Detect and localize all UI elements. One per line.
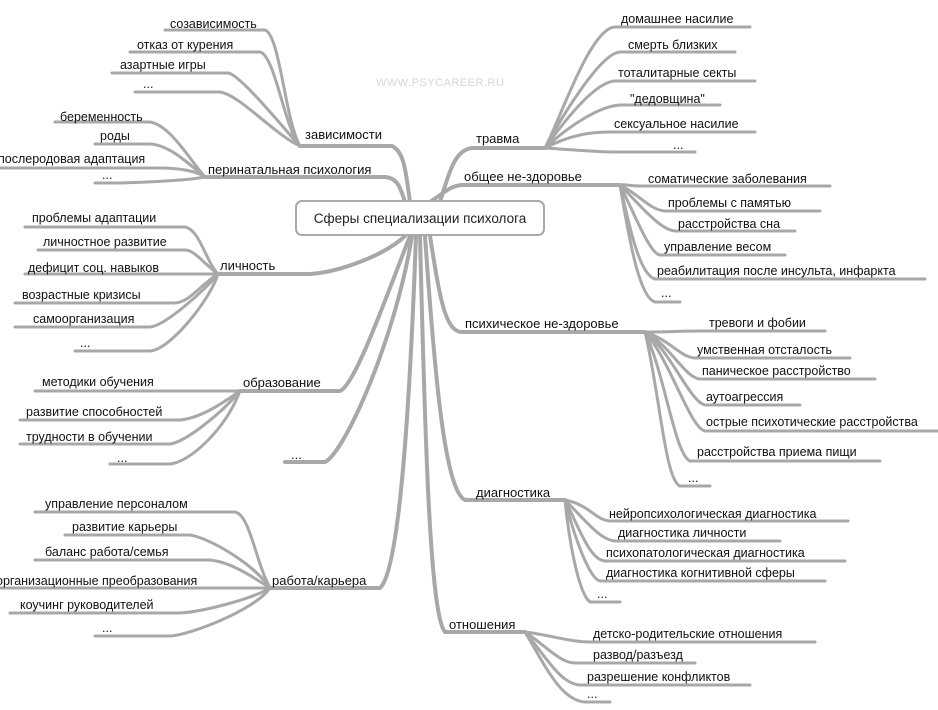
node-rabota-4[interactable]: организационные преобразования <box>0 574 198 588</box>
branch-zavisimosti[interactable]: зависимости <box>305 127 383 142</box>
node-perinatal-3[interactable]: послеродовая адаптация <box>0 152 146 166</box>
node-psikh-6[interactable]: расстройства приема пищи <box>697 445 857 459</box>
branch-obshchee[interactable]: общее не-здоровье <box>464 169 582 184</box>
node-obshchee-2[interactable]: проблемы с памятью <box>668 196 791 210</box>
branch-lichnost[interactable]: личность <box>220 258 276 273</box>
branch-otnosheniya[interactable]: отношения <box>449 617 516 632</box>
node-obshchee-1[interactable]: соматические заболевания <box>648 172 807 186</box>
connector-psikh <box>428 234 647 334</box>
node-rabota-3[interactable]: баланс работа/семья <box>45 545 169 559</box>
branch-etc[interactable]: ... <box>291 447 302 462</box>
node-diagnostika-5[interactable]: ... <box>597 587 608 601</box>
node-zavisimosti-1[interactable]: созависимость <box>170 17 257 31</box>
branch-perinatal[interactable]: перинатальная психология <box>208 162 372 177</box>
node-otnosheniya-1[interactable]: детско-родительские отношения <box>593 627 783 641</box>
node-otnosheniya-2[interactable]: развод/разъезд <box>593 648 683 662</box>
node-zavisimosti-3[interactable]: азартные игры <box>120 58 206 72</box>
node-psikh-4[interactable]: аутоагрессия <box>706 390 784 404</box>
node-travma-5[interactable]: сексуальное насилие <box>614 117 739 131</box>
node-obrazovanie-2[interactable]: развитие способностей <box>26 405 163 419</box>
root-label: Сферы специализации психолога <box>313 210 527 226</box>
connector-rabota <box>268 234 418 590</box>
node-psikh-3[interactable]: паническое расстройство <box>702 364 851 378</box>
node-lichnost-1[interactable]: проблемы адаптации <box>32 211 157 225</box>
node-diagnostika-3[interactable]: психопатологическая диагностика <box>606 546 805 560</box>
branch-obrazovanie[interactable]: образование <box>243 375 321 390</box>
node-obrazovanie-4[interactable]: ... <box>117 451 128 465</box>
node-travma-4[interactable]: "дедовщина" <box>630 92 705 106</box>
node-diagnostika-4[interactable]: диагностика когнитивной сферы <box>606 566 795 580</box>
node-travma-3[interactable]: тоталитарные секты <box>618 66 737 80</box>
node-zavisimosti-4[interactable]: ... <box>143 77 154 91</box>
connector-lichnost <box>216 234 407 276</box>
connector-obshchee <box>428 183 622 204</box>
node-zavisimosti-2[interactable]: отказ от курения <box>137 38 234 52</box>
connector-perinatal <box>203 175 407 204</box>
node-perinatal-2[interactable]: роды <box>100 129 130 143</box>
node-obshchee-3[interactable]: расстройства сна <box>678 217 781 231</box>
node-psikh-7[interactable]: ... <box>688 471 699 485</box>
node-obrazovanie-3[interactable]: трудности в обучении <box>26 430 153 444</box>
connector-obrazovanie <box>238 234 412 393</box>
node-rabota-6[interactable]: ... <box>102 621 113 635</box>
node-diagnostika-1[interactable]: нейропсихологическая диагностика <box>609 507 817 521</box>
node-otnosheniya-3[interactable]: разрешение конфликтов <box>587 670 731 684</box>
branch-travma[interactable]: травма <box>476 131 520 146</box>
connector-diagnostika <box>423 234 567 502</box>
node-rabota-2[interactable]: развитие карьеры <box>72 520 178 534</box>
connector-zavisimosti <box>298 144 412 204</box>
node-obshchee-4[interactable]: управление весом <box>664 240 772 254</box>
node-travma-1[interactable]: домашнее насилие <box>621 12 734 26</box>
node-psikh-5[interactable]: острые психотические расстройства <box>706 415 918 429</box>
node-obrazovanie-1[interactable]: методики обучения <box>42 375 154 389</box>
node-psikh-1[interactable]: тревоги и фобии <box>709 316 806 330</box>
node-travma-6[interactable]: ... <box>673 138 684 152</box>
branch-diagnostika[interactable]: диагностика <box>476 485 551 500</box>
node-lichnost-5[interactable]: самоорганизация <box>33 312 135 326</box>
node-lichnost-6[interactable]: ... <box>80 336 91 350</box>
node-travma-2[interactable]: смерть близких <box>628 38 718 52</box>
node-obshchee-6[interactable]: ... <box>661 286 672 300</box>
connector-etc <box>283 234 414 464</box>
node-psikh-2[interactable]: умственная отсталость <box>697 343 833 357</box>
connector-otnosheniya <box>418 234 527 634</box>
node-obshchee-5[interactable]: реабилитация после инсульта, инфаркта <box>657 264 896 278</box>
node-rabota-5[interactable]: коучинг руководителей <box>20 598 154 612</box>
node-perinatal-4[interactable]: ... <box>102 168 113 182</box>
branch-psikh[interactable]: психическое не-здоровье <box>465 316 619 331</box>
node-diagnostika-2[interactable]: диагностика личности <box>618 526 747 540</box>
branch-rabota[interactable]: работа/карьера <box>272 573 367 588</box>
root-node[interactable]: Сферы специализации психолога <box>295 200 545 236</box>
node-rabota-1[interactable]: управление персоналом <box>45 497 188 511</box>
node-lichnost-3[interactable]: дефицит соц. навыков <box>28 261 159 275</box>
node-lichnost-4[interactable]: возрастные кризисы <box>22 288 141 302</box>
watermark: WWW.PSYCAREER.RU <box>376 77 505 89</box>
node-otnosheniya-4[interactable]: ... <box>587 687 598 701</box>
node-perinatal-1[interactable]: беременность <box>60 110 143 124</box>
node-lichnost-2[interactable]: личностное развитие <box>43 235 167 249</box>
